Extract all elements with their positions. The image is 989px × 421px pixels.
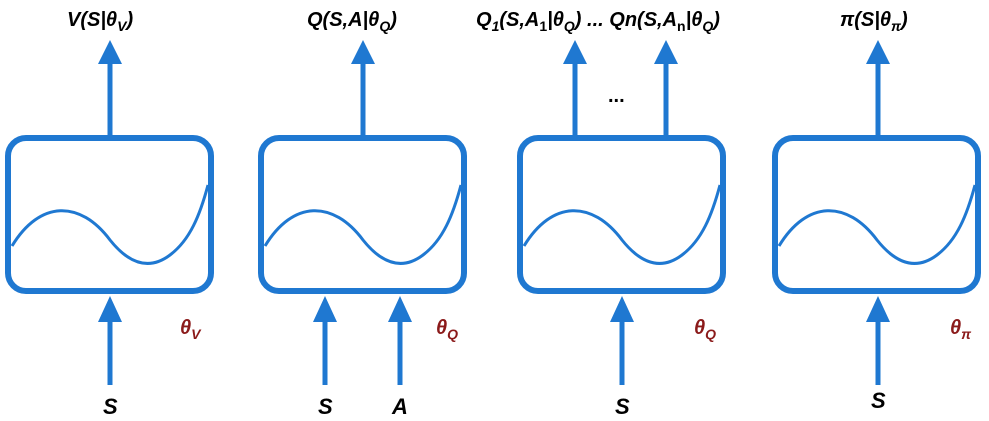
- input-arrowhead-a-icon: [388, 296, 412, 322]
- sine-curve-icon: [10, 184, 210, 265]
- qn-a-sub: n: [677, 18, 686, 34]
- theta-label-pi: θπ: [950, 318, 971, 341]
- output-label-pi-tail: ): [900, 9, 908, 31]
- theta-pi-sub: π: [961, 326, 972, 342]
- qn-base: Qn(S,A: [609, 9, 678, 31]
- q1-theta-sub: Q: [563, 18, 575, 34]
- theta-mq-sub: Q: [705, 326, 717, 342]
- input-label-a-q: A: [392, 394, 408, 419]
- input-label-s-multi-q: S: [615, 394, 630, 419]
- theta-label-multi-q: θQ: [694, 318, 716, 341]
- output-label-q-sub: Q: [379, 18, 391, 34]
- q1-base: Q: [476, 9, 492, 31]
- function-approximator-box: [5, 135, 214, 294]
- q1-close: ): [574, 9, 582, 31]
- input-arrowhead-s-icon: [610, 296, 634, 322]
- input-arrowhead-s-icon: [866, 296, 890, 322]
- panel-policy-function: [772, 40, 981, 385]
- q1-mid: (S,A: [499, 9, 540, 31]
- theta-label-q: θQ: [436, 318, 458, 341]
- output-label-q: Q(S,A|θQ): [307, 10, 397, 33]
- middle-dots: ...: [608, 85, 625, 107]
- input-label-s-q: S: [318, 394, 333, 419]
- output-label-pi-sub: π: [891, 18, 901, 34]
- qn-theta-sub: Q: [702, 18, 714, 34]
- function-approximator-box: [772, 135, 981, 294]
- theta-mq-base: θ: [694, 317, 706, 339]
- theta-q-base: θ: [436, 317, 448, 339]
- sine-curve-icon: [522, 184, 722, 265]
- sine-curve-icon: [777, 184, 977, 265]
- output-label-pi: π(S|θπ): [840, 10, 908, 33]
- panel-value-function: [5, 40, 214, 385]
- output-label-v-base: V(S|θ: [67, 9, 118, 31]
- theta-pi-base: θ: [950, 317, 962, 339]
- output-label-q-tail: ): [390, 9, 397, 31]
- output-label-v-tail: ): [126, 9, 134, 31]
- qn-close: ): [713, 9, 720, 31]
- output-arrowhead-q1-icon: [563, 40, 587, 64]
- sine-curve-icon: [263, 184, 463, 265]
- theta-q-sub: Q: [447, 326, 459, 342]
- input-arrowhead-s-icon: [313, 296, 337, 322]
- panel-q-function: [258, 40, 467, 385]
- q-separator: ...: [581, 9, 610, 31]
- theta-v-base: θ: [180, 317, 192, 339]
- theta-label-v: θV: [180, 318, 201, 341]
- output-label-multi-q: Q1(S,A1|θQ) ... Qn(S,An|θQ): [476, 10, 720, 33]
- q1-sub: 1: [491, 18, 500, 34]
- input-arrowhead-s-icon: [98, 296, 122, 322]
- qn-bar: |θ: [685, 9, 703, 31]
- output-arrowhead-icon: [866, 40, 890, 64]
- output-arrowhead-qn-icon: [654, 40, 678, 64]
- function-approximator-box: [258, 135, 467, 294]
- q1-bar: |θ: [547, 9, 564, 31]
- panel-multi-q-function: [517, 40, 726, 385]
- output-label-v-sub: V: [117, 18, 127, 34]
- q1-a-sub: 1: [539, 18, 548, 34]
- theta-v-sub: V: [191, 326, 201, 342]
- output-label-v: V(S|θV): [67, 10, 133, 33]
- function-approximator-box: [517, 135, 726, 294]
- output-label-pi-base: π(S|θ: [840, 9, 891, 31]
- output-label-q-base: Q(S,A|θ: [307, 9, 380, 31]
- output-arrowhead-icon: [351, 40, 375, 64]
- input-label-s-pi: S: [871, 388, 886, 413]
- output-arrowhead-icon: [98, 40, 122, 64]
- input-label-s-v: S: [103, 394, 118, 419]
